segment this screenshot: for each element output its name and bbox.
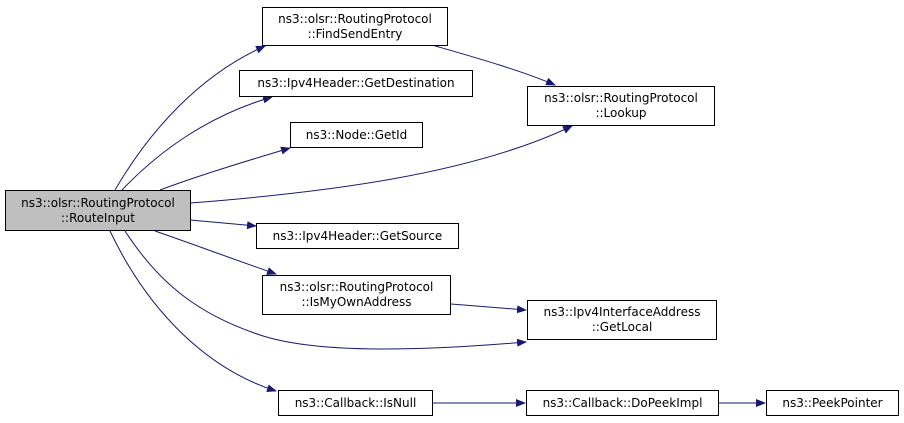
- node-get-id-label: ns3::Node::GetId: [305, 127, 408, 142]
- node-do-peek-impl[interactable]: ns3::Callback::DoPeekImpl: [526, 390, 719, 416]
- node-is-null-label: ns3::Callback::IsNull: [294, 395, 417, 410]
- edge-routeinput-getdestination: [121, 95, 273, 191]
- node-is-my-own-address-line2: ::IsMyOwnAddress: [301, 295, 412, 309]
- node-get-destination[interactable]: ns3::Ipv4Header::GetDestination: [239, 70, 473, 97]
- node-get-local[interactable]: ns3::Ipv4InterfaceAddress ::GetLocal: [527, 300, 717, 340]
- edge-routeinput-findsendentry: [114, 45, 266, 191]
- node-peek-pointer[interactable]: ns3::PeekPointer: [766, 390, 899, 416]
- edge-routeinput-getsource: [189, 219, 257, 230]
- edge-routeinput-lookup: [189, 125, 573, 204]
- node-route-input-line2: ::RouteInput: [61, 210, 135, 225]
- node-route-input-line1: ns3::olsr::RoutingProtocol: [21, 195, 175, 210]
- node-lookup-line1: ns3::olsr::RoutingProtocol: [544, 91, 698, 105]
- node-lookup-line2: ::Lookup: [595, 106, 647, 120]
- node-find-send-entry-line2: ::FindSendEntry: [307, 26, 403, 41]
- node-is-null[interactable]: ns3::Callback::IsNull: [278, 390, 433, 416]
- edge-ismyownaddress-getlocal: [450, 303, 527, 314]
- node-is-my-own-address-line1: ns3::olsr::RoutingProtocol: [279, 280, 434, 294]
- node-get-destination-label: ns3::Ipv4Header::GetDestination: [257, 76, 455, 90]
- node-get-source-label: ns3::Ipv4Header::GetSource: [272, 228, 443, 243]
- node-is-my-own-address[interactable]: ns3::olsr::RoutingProtocol ::IsMyOwnAddr…: [262, 275, 451, 315]
- edge-routeinput-getid: [159, 146, 291, 191]
- node-peek-pointer-label: ns3::PeekPointer: [782, 395, 883, 410]
- node-get-id[interactable]: ns3::Node::GetId: [290, 122, 423, 148]
- node-do-peek-impl-label: ns3::Callback::DoPeekImpl: [542, 395, 703, 410]
- edge-routeinput-ismyownaddress: [154, 230, 277, 275]
- edge-findsendentry-lookup: [431, 44, 556, 86]
- node-route-input: ns3::olsr::RoutingProtocol ::RouteInput: [5, 190, 191, 231]
- edge-routeinput-getlocal: [124, 230, 527, 350]
- node-lookup[interactable]: ns3::olsr::RoutingProtocol ::Lookup: [527, 86, 715, 126]
- node-find-send-entry[interactable]: ns3::olsr::RoutingProtocol ::FindSendEnt…: [262, 7, 448, 46]
- node-find-send-entry-line1: ns3::olsr::RoutingProtocol: [278, 11, 432, 26]
- node-get-local-line2: ::GetLocal: [591, 320, 653, 334]
- node-get-source[interactable]: ns3::Ipv4Header::GetSource: [256, 223, 459, 249]
- edge-routeinput-isnull: [109, 230, 277, 393]
- node-get-local-line1: ns3::Ipv4InterfaceAddress: [543, 305, 701, 319]
